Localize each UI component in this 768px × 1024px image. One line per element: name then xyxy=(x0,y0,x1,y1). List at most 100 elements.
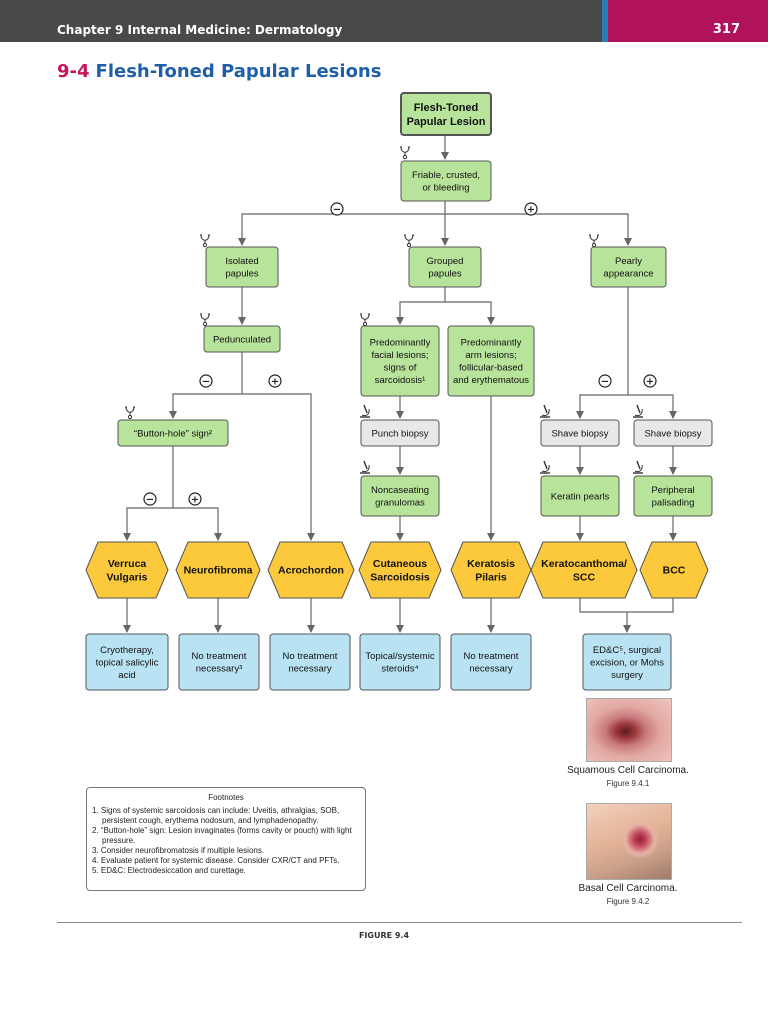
svg-text:−: − xyxy=(202,377,210,388)
footnote-1: 1. Signs of systemic sarcoidosis can inc… xyxy=(92,806,340,825)
squamous-cell-carcinoma-photo xyxy=(586,698,672,762)
microscope-icon xyxy=(540,460,550,474)
svg-text:+: + xyxy=(271,377,279,388)
node-text-keratin: Keratin pearls xyxy=(551,491,610,502)
footnote-4: 4. Evaluate patient for systemic disease… xyxy=(92,856,340,865)
node-shape-cryo xyxy=(85,633,169,691)
node-bcc: BCC xyxy=(639,541,709,599)
flow-edge-27 xyxy=(579,598,674,613)
header-accent-stripe xyxy=(602,0,608,42)
node-shape-friable xyxy=(400,160,492,202)
microscope-icon xyxy=(633,404,643,418)
node-shape-neurofibroma xyxy=(175,541,261,599)
node-shape-isolated xyxy=(205,246,279,288)
node-text-facial: Predominantly xyxy=(370,338,431,349)
node-text-shave2: Shave biopsy xyxy=(644,428,701,439)
page-number: 317 xyxy=(712,22,740,37)
node-friable: Friable, crusted, or bleeding xyxy=(400,160,492,202)
microscope-icon xyxy=(633,460,643,474)
node-punch: Punch biopsy xyxy=(360,419,440,447)
node-text-notx1: necessary³ xyxy=(196,664,242,675)
microscope-icon xyxy=(360,404,370,418)
node-shape-keratosis xyxy=(450,541,532,599)
stethoscope-icon xyxy=(400,146,410,160)
node-text-friable: or bleeding xyxy=(422,183,469,194)
node-text-friable: Friable, crusted, xyxy=(412,170,480,181)
header-accent-block xyxy=(608,0,768,42)
node-shape-edc xyxy=(582,633,672,691)
flow-edge-14 xyxy=(123,446,174,541)
footnote-3: 3. Consider neurofibromatosis if multipl… xyxy=(92,846,265,855)
node-shape-shave2 xyxy=(633,419,713,447)
flow-edge-7 xyxy=(445,301,495,325)
node-shape-palisading xyxy=(633,475,713,517)
stethoscope-icon xyxy=(404,234,414,248)
stethoscope-icon xyxy=(360,313,370,327)
figure-label-scc: Figure 9.4.1 xyxy=(606,779,650,788)
basal-cell-carcinoma-photo xyxy=(586,803,672,880)
footnotes-title: Footnotes xyxy=(208,793,244,802)
node-text-edc: surgery xyxy=(611,670,643,681)
figure-label-bcc: Figure 9.4.2 xyxy=(606,897,650,906)
stethoscope-icon xyxy=(589,234,599,248)
flowchart-icons xyxy=(125,146,643,474)
node-shape-kerato xyxy=(530,541,638,599)
node-text-grouped: papules xyxy=(428,269,462,280)
section-title-text: Flesh-Toned Papular Lesions xyxy=(95,61,382,82)
svg-text:−: − xyxy=(601,377,609,388)
node-text-steroids: steroids⁴ xyxy=(381,664,418,675)
stethoscope-icon xyxy=(200,234,210,248)
negative-sign-7: − xyxy=(598,374,612,388)
positive-sign-6: + xyxy=(188,492,202,506)
positive-sign-8: + xyxy=(643,374,657,388)
node-kerato: Keratocanthoma/SCC xyxy=(530,541,638,599)
node-shape-noncaseating xyxy=(360,475,440,517)
node-text-cutaneous: Cutaneous xyxy=(373,558,427,570)
flowchart-edges xyxy=(123,135,677,633)
positive-sign-4: + xyxy=(268,374,282,388)
node-buttonhole: “Button-hole” sign² xyxy=(117,419,229,447)
node-shave1: Shave biopsy xyxy=(540,419,620,447)
node-shape-pearly xyxy=(590,246,667,288)
node-shape-verruca xyxy=(85,541,169,599)
flow-edge-2 xyxy=(238,201,446,246)
node-text-grouped: Grouped xyxy=(427,256,464,267)
section-number: 9-4 xyxy=(57,61,90,82)
node-notx1: No treatment necessary³ xyxy=(178,633,260,691)
node-grouped: Grouped papules xyxy=(408,246,482,288)
node-text-notx2: No treatment xyxy=(283,651,338,662)
bottom-rule xyxy=(57,922,742,923)
node-pedunculated: Pedunculated xyxy=(203,325,281,353)
svg-text:−: − xyxy=(333,205,341,216)
node-text-palisading: Peripheral xyxy=(651,485,694,496)
node-text-notx1: No treatment xyxy=(192,651,247,662)
flow-edge-9 xyxy=(628,394,677,419)
node-text-pearly: appearance xyxy=(603,269,653,280)
figure-caption-bcc: Basal Cell Carcinoma. xyxy=(578,883,678,894)
node-acrochordon: Acrochordon xyxy=(267,541,355,599)
node-text-cryo: Cryotherapy, xyxy=(100,645,154,656)
node-shape-notx3 xyxy=(450,633,532,691)
negative-sign-3: − xyxy=(199,374,213,388)
node-shape-buttonhole xyxy=(117,419,229,447)
node-text-edc: excision, or Mohs xyxy=(590,657,664,668)
node-text-punch: Punch biopsy xyxy=(371,428,428,439)
figure-label: FIGURE 9.4 xyxy=(358,931,410,940)
node-text-arm: arm lesions; xyxy=(465,350,516,361)
flowchart-signs: −+−+−+−+ xyxy=(143,202,657,506)
node-text-bcc: BCC xyxy=(663,565,686,577)
microscope-icon xyxy=(360,460,370,474)
node-text-notx3: necessary xyxy=(469,664,513,675)
